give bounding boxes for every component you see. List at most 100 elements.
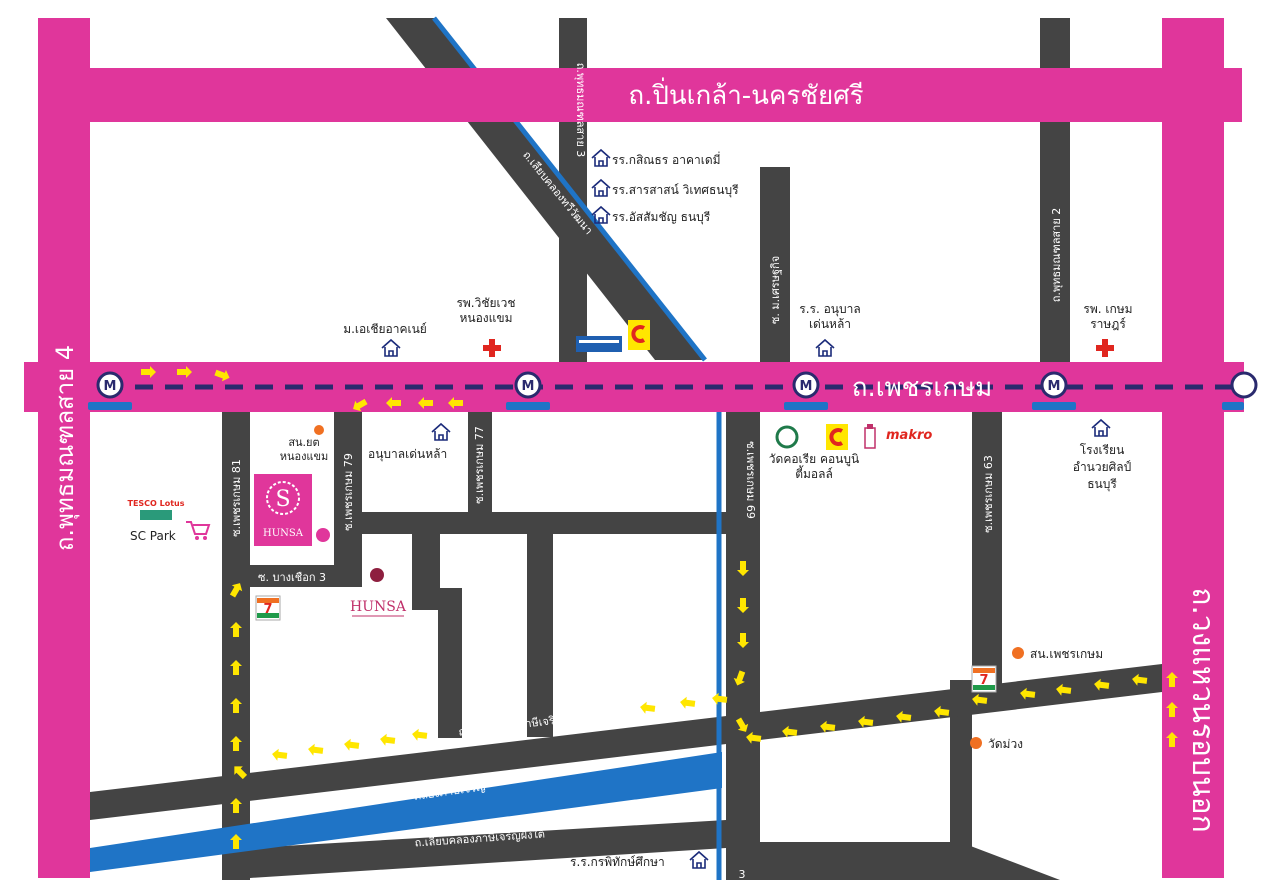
school-label: รร.กสิณธร อาคาเดมี่ — [612, 151, 721, 167]
road-label-phetkasem: ถ.เพชรเกษม — [852, 373, 993, 403]
place-label-amnuay-box: โรงเรียน อำนวยศิลป์ ธนบุรี — [1072, 443, 1132, 491]
hunsa-logo: S HUNSA — [254, 474, 312, 546]
bts-stations: M M M M — [88, 371, 1258, 410]
road-label-soi-77: ซ.เพชรเกษม 77 — [473, 426, 486, 504]
seven-eleven-icon: 7 — [971, 665, 997, 693]
hunsa-hotel-logo: HUNSA — [350, 599, 407, 617]
place-label-police-phetkasem: สน.เพชรเกษม — [1030, 647, 1103, 661]
arrow-icon — [271, 748, 288, 762]
bts-station-icon: M — [88, 371, 132, 410]
school-icon — [1091, 418, 1111, 437]
place-label-hosp-wichaivej: รพ.วิชัยเวช หนองแขม — [456, 296, 516, 325]
bts-station-label: M — [522, 379, 535, 394]
road-phutthamonthon-4 — [38, 18, 90, 878]
road-label-phutthamonthon-2: ถ.พุทธมณฑลสาย 2 — [1050, 208, 1063, 303]
bts-station-label: M — [800, 379, 813, 394]
school-icon — [591, 178, 611, 197]
road-label-bottom-3: 3 — [739, 868, 746, 881]
arrow-icon — [411, 728, 428, 742]
hunsa-logo-word: HUNSA — [263, 528, 304, 539]
place-label-police: สน.ยต หนองแขม — [279, 436, 329, 463]
road-soi-79 — [334, 410, 362, 586]
school-icon — [689, 850, 709, 869]
road-inner-5 — [527, 512, 553, 737]
store-logo-icon — [576, 336, 622, 352]
road-pinklao — [90, 68, 1242, 122]
arrow-icon — [379, 733, 396, 747]
hunsa-hotel-logo-text: HUNSA — [350, 599, 407, 615]
place-label-anuban-79: อนุบาลเด่นหล้า — [368, 447, 447, 462]
bts-station-icon: M — [784, 371, 828, 410]
canal-phasi-charoen — [90, 752, 722, 872]
place-label-watkolian-box: วัดคอเรีย คอนบูนิตี้มอลล์ — [768, 452, 860, 481]
road-liab-north — [90, 664, 1162, 820]
minor-roads — [90, 18, 1162, 880]
hospital-icon — [1096, 339, 1114, 357]
school-icon — [381, 338, 401, 357]
place-label-anuban-box: ร.ร. อนุบาล เด่นหล้า — [799, 302, 861, 331]
road-liab-south — [250, 820, 726, 878]
school-icon — [431, 422, 451, 441]
school-label: รร.อัสสัมชัญ ธนบุรี — [612, 210, 711, 225]
place-label-asia-u: ม.เอเชียอาคเนย์ — [343, 322, 427, 336]
place-label-hosp-kasem-box: รพ. เกษมราษฎร์ — [1083, 302, 1133, 331]
road-label-phutthamonthon-4: ถ.พุทธมณฑลสาย 4 — [51, 345, 80, 551]
school-icon — [591, 205, 611, 224]
bts-station-icon — [1222, 371, 1258, 410]
road-label-soi-63: ซ.เพชรเกษม 63 — [982, 455, 995, 533]
place-label-police-box: สน.ยต หนองแขม — [279, 436, 329, 463]
road-label-phutthamonthon-3: ถ.พุทธมณฑลสาย 3 — [574, 63, 587, 158]
place-label-school-bottom: ร.ร.กรพิทักษ์ศึกษา — [570, 855, 665, 869]
road-soi-setthakit — [760, 167, 790, 363]
road-label-kanchanaphisek: ถ.วงแหวนรอบนอก — [1185, 587, 1220, 833]
bts-station-label: M — [1048, 379, 1061, 394]
place-label-hosp-wichaivej-box: รพ.วิชัยเวช หนองแขม — [456, 296, 516, 325]
bts-station-icon: M — [506, 371, 550, 410]
place-label-wat-muang: วัดม่วง — [988, 737, 1023, 751]
arrow-icon — [343, 738, 360, 752]
main-roads — [24, 18, 1244, 878]
hunsa-hotel-dot — [370, 568, 384, 582]
place-label-watkolian: วัดคอเรีย คอนบูนิตี้มอลล์ — [768, 452, 860, 481]
seven-eleven-icon: 7 — [255, 595, 281, 621]
road-label-soi-bang-3: ซ. บางเชือก 3 — [258, 571, 326, 584]
arrow-icon — [639, 701, 656, 715]
seven-eleven-digit: 7 — [979, 673, 988, 688]
road-label-soi-setthakit: ซ. ม.เศรษฐกิจ — [769, 256, 782, 324]
hospital-icon — [483, 339, 501, 357]
makro-logo: makro — [886, 428, 932, 443]
road-label-pinklao: ถ.ปิ่นเกล้า-นครชัยศรี — [628, 77, 863, 111]
road-wat-muang — [950, 680, 972, 880]
seven-eleven-digit: 7 — [263, 602, 272, 617]
road-label-soi-81: ซ.เพชรเกษม 81 — [230, 459, 243, 537]
school-icon — [591, 148, 611, 167]
place-label-amnuay: โรงเรียน อำนวยศิลป์ ธนบุรี — [1072, 443, 1132, 491]
cart-icon — [186, 521, 211, 540]
marker-dot-wat-muang — [970, 737, 982, 749]
tower-logo-icon — [864, 424, 876, 449]
road-label-soi-79: ซ.เพชรเกษม 79 — [342, 453, 355, 531]
tesco-logo: TESCO Lotus — [127, 499, 185, 520]
bts-station-label: M — [104, 379, 117, 394]
bigc-logo-icon — [628, 320, 650, 350]
hunsa-location-dot — [316, 528, 330, 542]
marker-dot-police — [314, 425, 324, 435]
road-label-soi-69: ซ.เพชรเกษม 69 — [744, 441, 757, 519]
road-bottom-right — [760, 842, 1060, 880]
hunsa-logo-letter: S — [275, 487, 290, 512]
bigc-logo-icon — [826, 424, 848, 450]
place-label-anuban: ร.ร. อนุบาล เด่นหล้า — [799, 302, 861, 331]
school-icon — [815, 338, 835, 357]
hunsa-logo-frame — [254, 474, 312, 546]
arrow-icon — [679, 696, 696, 710]
place-label-sc-park: SC Park — [130, 529, 176, 543]
road-soi-bang-3 — [222, 565, 362, 587]
arrow-icon — [307, 743, 324, 757]
tesco-logo-bar — [140, 510, 172, 520]
place-label-hosp-kasem: รพ. เกษมราษฎร์ — [1083, 302, 1133, 331]
road-soi-77 — [468, 410, 492, 515]
bts-station-icon: M — [1032, 371, 1076, 410]
road-inner-4 — [438, 588, 462, 738]
tesco-logo-text: TESCO Lotus — [127, 499, 184, 508]
